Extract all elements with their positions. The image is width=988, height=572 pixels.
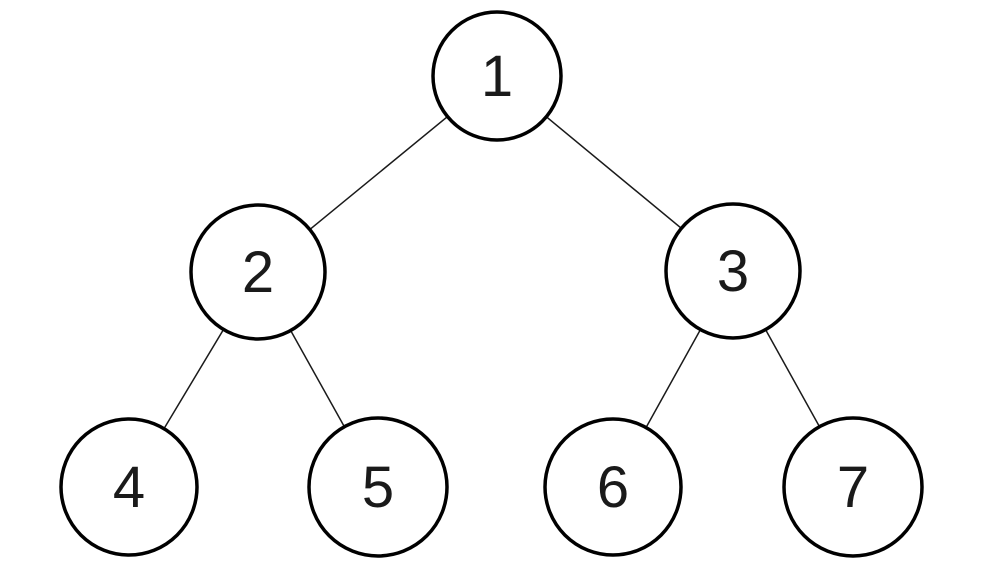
- node-label-4: 4: [113, 455, 145, 520]
- node-circle-7: [782, 416, 924, 558]
- node-circle-4: [59, 417, 199, 557]
- tree-node-5: 5: [307, 416, 449, 558]
- node-circle-1: [431, 10, 563, 142]
- node-circle-6: [543, 417, 683, 557]
- node-label-5: 5: [362, 455, 394, 520]
- node-label-6: 6: [597, 455, 629, 520]
- node-circle-3: [664, 202, 802, 340]
- tree-node-2: 2: [189, 203, 327, 341]
- tree-node-3: 3: [664, 202, 802, 340]
- node-label-3: 3: [717, 239, 749, 304]
- tree-node-6: 6: [543, 417, 683, 557]
- tree-node-1: 1: [431, 10, 563, 142]
- node-circle-5: [307, 416, 449, 558]
- node-label-1: 1: [481, 44, 513, 109]
- tree-node-7: 7: [782, 416, 924, 558]
- node-label-7: 7: [837, 455, 869, 520]
- node-label-2: 2: [242, 240, 274, 305]
- tree-node-4: 4: [59, 417, 199, 557]
- node-circle-2: [189, 203, 327, 341]
